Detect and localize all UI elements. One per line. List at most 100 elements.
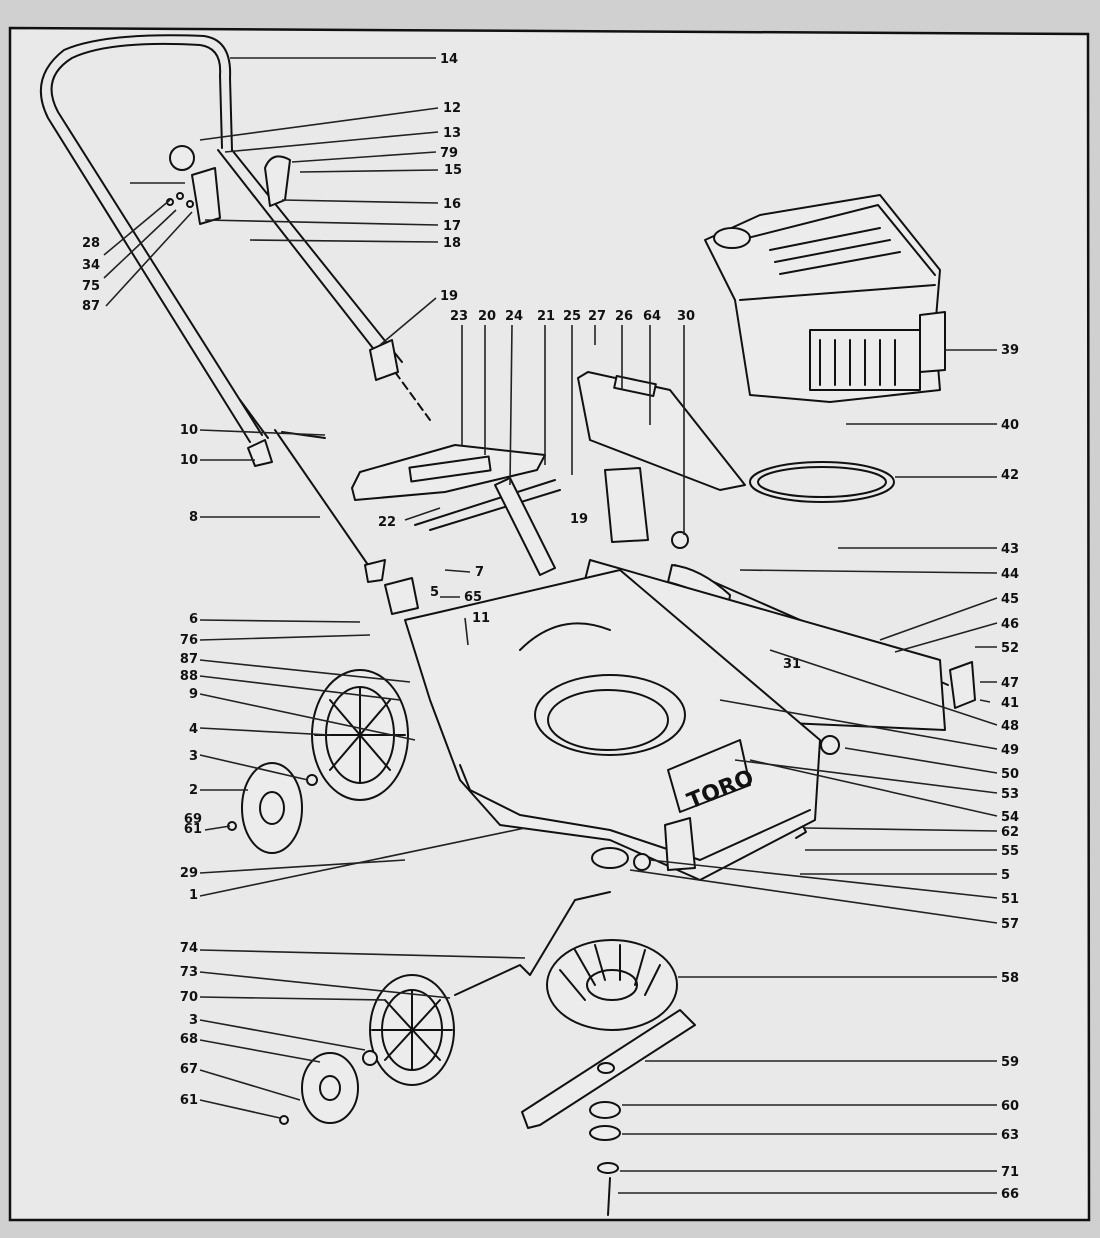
callout-3: 3: [189, 749, 309, 781]
callout-number: 15: [444, 163, 462, 178]
callout-number: 18: [443, 236, 461, 251]
callout-59: 59: [645, 1055, 1019, 1070]
callout-60: 60: [622, 1099, 1019, 1114]
callout-8: 8: [189, 510, 320, 525]
callout-leader-line: [224, 131, 439, 153]
callout-number: 7: [475, 565, 484, 580]
callout-57: 57: [629, 869, 1019, 932]
callout-leader-line: [204, 825, 231, 831]
callout-number: 8: [189, 510, 198, 525]
callout-number: 75: [82, 279, 100, 294]
callout-61: 61: [180, 1093, 281, 1119]
callout-4: 4: [189, 722, 331, 737]
callout-number: 60: [1001, 1099, 1019, 1114]
callout-number: 68: [180, 1032, 198, 1047]
callout-number: 87: [82, 299, 100, 314]
callout-number: 3: [189, 749, 198, 764]
callout-7: 7: [444, 565, 484, 580]
callout-71: 71: [620, 1165, 1019, 1180]
callout-69: 69: [184, 812, 202, 827]
callout-75: 75: [82, 209, 177, 294]
callout-51: 51: [649, 859, 1019, 907]
callout-number: 10: [180, 453, 198, 468]
callout-number: 61: [184, 822, 202, 837]
callout-number: 69: [184, 812, 202, 827]
callout-39: 39: [945, 343, 1019, 358]
fan-blade-assembly: [521, 847, 696, 1216]
callout-leader-line: [291, 151, 437, 163]
callout-number: 14: [440, 52, 458, 67]
callout-leader-line: [199, 859, 406, 874]
callout-number: 20: [478, 309, 496, 324]
front-wheel: [227, 669, 409, 854]
callout-9: 9: [189, 687, 416, 741]
callout-30: 30: [677, 309, 695, 535]
callout-62: 62: [804, 825, 1019, 840]
callout-leader-line: [281, 199, 439, 204]
callout-88: 88: [180, 669, 401, 701]
callout-leader-line: [204, 219, 439, 226]
callout-number: 22: [378, 515, 396, 530]
callout-number: 10: [180, 423, 198, 438]
callout-87: 87: [180, 652, 411, 683]
callout-28: 28: [82, 182, 185, 251]
callout-number: 57: [1001, 917, 1019, 932]
callout-27: 27: [588, 309, 606, 345]
callout-21: 21: [537, 309, 555, 465]
callout-29: 29: [180, 859, 406, 881]
callout-number: 9: [189, 687, 198, 702]
callout-leader-line: [199, 1019, 366, 1051]
callout-number: 87: [180, 652, 198, 667]
callout-45: 45: [879, 592, 1019, 641]
callout-number: 19: [570, 512, 588, 527]
callout-10: 10: [180, 423, 326, 438]
callout-leader-line: [844, 747, 998, 774]
callout-leader-line: [379, 297, 437, 346]
callout-leader-line: [199, 1039, 321, 1063]
callout-number: 61: [180, 1093, 198, 1108]
callout-number: 4: [189, 722, 198, 737]
callout-number: 5: [430, 585, 439, 600]
callout-3: 3: [189, 1013, 366, 1051]
callout-number: 58: [1001, 971, 1019, 986]
callout-66: 66: [618, 1187, 1019, 1202]
callout-1: 1: [189, 827, 526, 903]
callout-leader-line: [299, 169, 439, 173]
callout-number: 39: [1001, 343, 1019, 358]
callout-leader-line: [769, 649, 998, 726]
callout-leader-line: [894, 622, 998, 653]
callout-leader-line: [199, 754, 309, 781]
callout-leader-line: [199, 429, 326, 436]
callout-14: 14: [230, 52, 458, 67]
callout-number: 26: [615, 309, 633, 324]
deflector-parts: [247, 429, 561, 615]
callout-number: 11: [472, 611, 490, 626]
callout-number: 63: [1001, 1128, 1019, 1143]
callout-87: 87: [82, 211, 193, 314]
callout-number: 34: [82, 258, 100, 273]
callout-leader-line: [649, 859, 998, 899]
callout-number: 13: [443, 126, 461, 141]
callout-number: 45: [1001, 592, 1019, 607]
callout-number: 88: [180, 669, 198, 684]
callout-leader-line: [199, 107, 439, 141]
callout-26: 26: [615, 309, 633, 390]
callout-number: 52: [1001, 641, 1019, 656]
callout-leader-line: [199, 727, 331, 736]
callout-number: 66: [1001, 1187, 1019, 1202]
callout-number: 53: [1001, 787, 1019, 802]
callout-leader-line: [249, 239, 439, 243]
callout-leader-line: [879, 597, 998, 641]
callout-47: 47: [980, 676, 1019, 691]
callout-leader-line: [199, 827, 526, 897]
callout-leader-line: [199, 949, 526, 959]
callout-5: 5: [800, 868, 1010, 883]
callout-number: 3: [189, 1013, 198, 1028]
callout-number: 6: [189, 612, 198, 627]
callout-number: 19: [440, 289, 458, 304]
callout-number: 23: [450, 309, 468, 324]
callout-17: 17: [204, 219, 461, 234]
callout-leader-line: [199, 971, 451, 999]
